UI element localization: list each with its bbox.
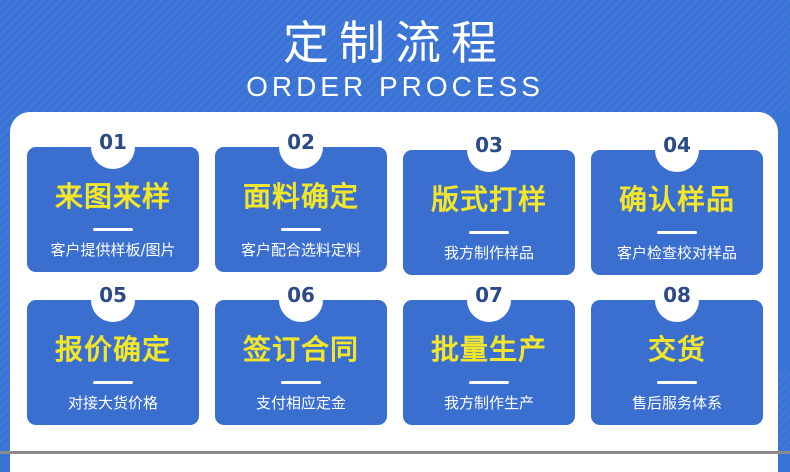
step-number: 07: [475, 283, 503, 307]
step-title: 来图来样: [54, 180, 171, 213]
step-number-badge: 08: [655, 283, 699, 322]
step-card-07: 07 批量生产 我方制作生产: [403, 283, 575, 425]
step-description: 客户配合选料定料: [240, 241, 361, 259]
divider: [281, 381, 321, 384]
step-number: 04: [663, 133, 691, 157]
step-number-badge: 06: [279, 283, 323, 322]
step-title: 面料确定: [242, 180, 359, 213]
step-number-badge: 01: [91, 130, 135, 169]
divider: [657, 231, 697, 234]
step-number-badge: 05: [91, 283, 135, 322]
step-number: 06: [287, 283, 315, 307]
step-description: 客户提供样板/图片: [50, 241, 176, 259]
step-title: 确认样品: [618, 183, 735, 216]
step-title: 版式打样: [430, 183, 547, 216]
divider: [469, 231, 509, 234]
step-number: 02: [287, 130, 315, 154]
step-card-02: 02 面料确定 客户配合选料定料: [215, 130, 387, 272]
divider: [93, 381, 133, 384]
step-card-03: 03 版式打样 我方制作样品: [403, 133, 575, 275]
bottom-border: [0, 451, 790, 454]
step-number: 03: [475, 133, 503, 157]
divider: [281, 228, 321, 231]
step-card-05: 05 报价确定 对接大货价格: [27, 283, 199, 425]
step-description: 售后服务体系: [631, 394, 722, 412]
step-title: 批量生产: [430, 333, 547, 366]
step-description: 我方制作样品: [443, 244, 534, 262]
step-card-01: 01 来图来样 客户提供样板/图片: [27, 130, 199, 272]
page-subtitle: ORDER PROCESS: [246, 71, 544, 102]
step-number-badge: 03: [467, 133, 511, 172]
step-card-04: 04 确认样品 客户检查校对样品: [591, 133, 763, 275]
step-number: 01: [99, 130, 127, 154]
step-title: 交货: [647, 333, 706, 366]
step-description: 我方制作生产: [443, 394, 534, 412]
step-card-08: 08 交货 售后服务体系: [591, 283, 763, 425]
step-description: 对接大货价格: [67, 394, 158, 412]
page-title: 定制流程: [283, 16, 507, 70]
right-edge-strip: [778, 112, 790, 370]
step-number-badge: 02: [279, 130, 323, 169]
step-title: 签订合同: [242, 333, 359, 366]
divider: [93, 228, 133, 231]
divider: [657, 381, 697, 384]
step-number-badge: 04: [655, 133, 699, 172]
step-description: 支付相应定金: [255, 394, 346, 412]
step-title: 报价确定: [54, 333, 171, 366]
step-number: 08: [663, 283, 691, 307]
divider: [469, 381, 509, 384]
step-card-06: 06 签订合同 支付相应定金: [215, 283, 387, 425]
step-number: 05: [99, 283, 127, 307]
step-number-badge: 07: [467, 283, 511, 322]
header: 定制流程 ORDER PROCESS: [0, 0, 790, 112]
step-description: 客户检查校对样品: [616, 244, 737, 262]
